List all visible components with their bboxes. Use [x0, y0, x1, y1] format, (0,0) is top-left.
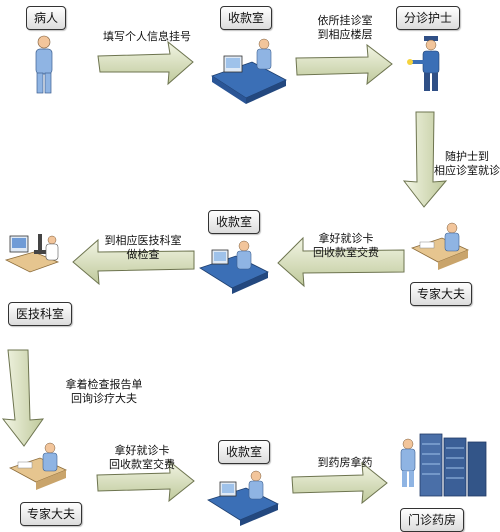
edge-register-text: 填写个人信息挂号: [103, 30, 191, 43]
edge-go-lab-text: 到相应医技科室 做检查: [104, 234, 182, 261]
expert-doctor-1-icon: [410, 222, 470, 270]
arrow-get-medicine: [291, 461, 388, 505]
edge-pay-exam-text: 拿好就诊卡 回收款室交费: [313, 232, 379, 259]
node-medical-lab: 医技科室: [8, 302, 72, 326]
node-triage-nurse: 分诊护士: [396, 6, 460, 30]
arrow-to-floor: [295, 43, 393, 86]
arrow-pay-exam: [277, 236, 405, 288]
triage-nurse-icon: [407, 36, 440, 91]
edge-get-medicine-text: 到药房拿药: [317, 456, 373, 469]
edge-to-floor-text: 依所挂诊室 到相应楼层: [317, 14, 373, 41]
node-cashier-1: 收款室: [220, 6, 272, 30]
edge-pay-drug-text: 拿好就诊卡 回收款室交费: [109, 444, 175, 471]
pharmacy-icon: [400, 433, 487, 497]
node-expert-2: 专家大夫: [20, 502, 82, 526]
expert-doctor-2-icon: [8, 442, 68, 490]
arrow-register: [97, 40, 194, 86]
patient-icon: [35, 35, 53, 94]
edge-follow-nurse-text: 随护士到 相应诊室就诊: [434, 150, 500, 177]
cashier-desk-2-icon: [199, 240, 269, 294]
cashier-desk-3-icon: [207, 470, 279, 526]
medical-lab-icon: [4, 234, 60, 273]
node-patient: 病人: [26, 6, 66, 30]
arrow-return-doctor: [1, 349, 45, 447]
arrow-go-lab: [72, 238, 195, 286]
node-expert-1: 专家大夫: [410, 282, 472, 306]
arrow-pay-drug: [96, 459, 195, 503]
arrow-follow-nurse: [402, 111, 448, 208]
node-pharmacy: 门诊药房: [400, 508, 464, 532]
edge-return-doctor-text: 拿着检查报告单 回询诊疗大夫: [65, 378, 143, 405]
cashier-desk-1-icon: [211, 38, 287, 104]
node-cashier-2: 收款室: [208, 210, 260, 234]
node-cashier-3: 收款室: [218, 440, 270, 464]
